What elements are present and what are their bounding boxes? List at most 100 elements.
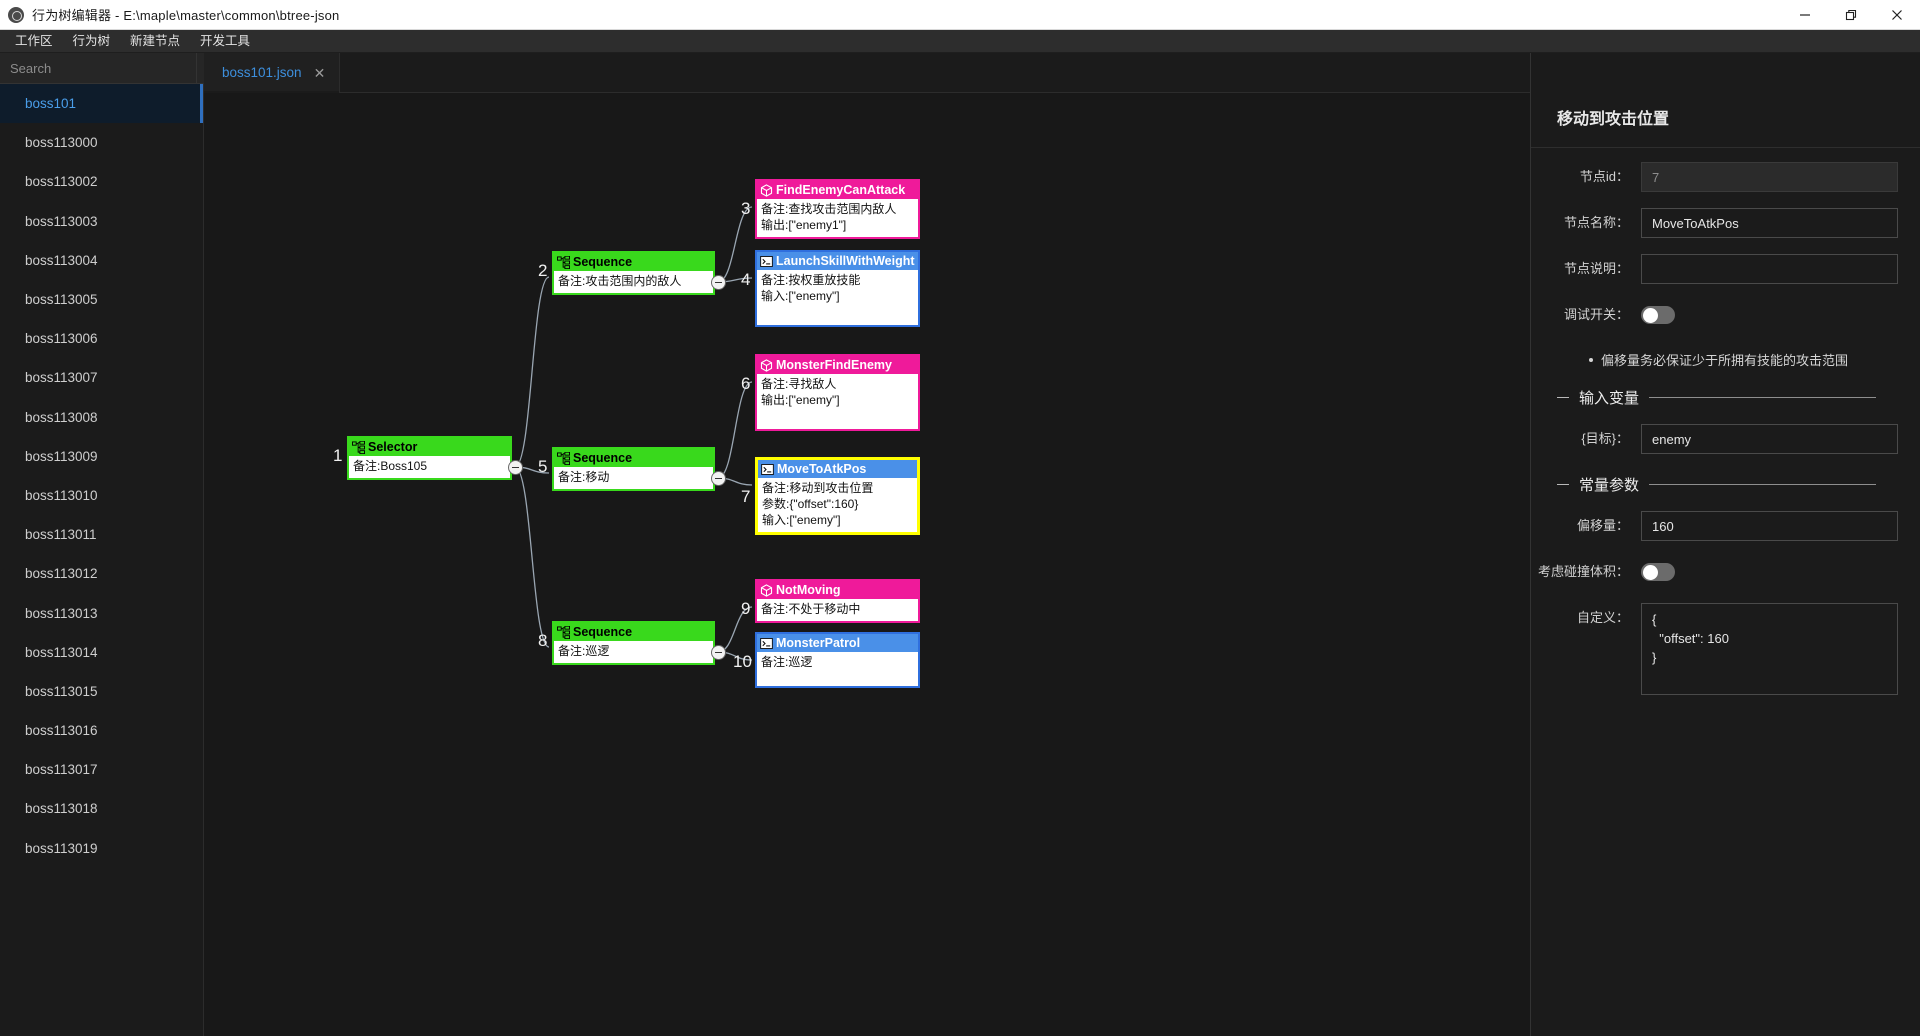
collapse-toggle-5[interactable] — [711, 471, 726, 486]
sidebar-item-boss113005[interactable]: boss113005 — [0, 280, 203, 319]
sidebar-item-boss113009[interactable]: boss113009 — [0, 437, 203, 476]
target-input[interactable] — [1641, 424, 1898, 454]
menu-item-dev-tools[interactable]: 开发工具 — [200, 33, 251, 48]
sidebar-item-boss113019[interactable]: boss113019 — [0, 829, 203, 868]
node-index-4: 4 — [741, 270, 751, 289]
sidebar-item-boss113014[interactable]: boss113014 — [0, 633, 203, 672]
node-detail-line: 备注:不处于移动中 — [761, 602, 861, 616]
node-body: 备注:巡逻 — [757, 652, 918, 674]
sidebar-item-boss113004[interactable]: boss113004 — [0, 241, 203, 280]
offset-input[interactable] — [1641, 511, 1898, 541]
node-detail-line: 输入:["enemy"] — [762, 513, 841, 527]
node-detail-line: 备注:攻击范围内的敌人 — [558, 274, 682, 288]
title-bar: 行为树编辑器 - E:\maple\master\common\btree-js… — [0, 0, 1920, 30]
offset-label: 偏移量： — [1576, 518, 1629, 533]
sidebar-item-label: boss101 — [25, 96, 77, 112]
node-detail-line: 备注:寻找敌人 — [761, 377, 837, 391]
sidebar-item-label: boss113012 — [25, 566, 98, 582]
node-index-2: 2 — [538, 261, 548, 280]
minimize-button[interactable] — [1782, 0, 1828, 30]
collapse-dash-icon[interactable] — [1557, 484, 1569, 485]
sidebar-item-boss113006[interactable]: boss113006 — [0, 319, 203, 358]
sidebar-item-label: boss113017 — [25, 762, 98, 778]
sidebar-item-boss113010[interactable]: boss113010 — [0, 476, 203, 515]
sidebar-item-boss113008[interactable]: boss113008 — [0, 398, 203, 437]
node-index-3: 3 — [741, 199, 751, 218]
sidebar-item-boss113011[interactable]: boss113011 — [0, 515, 203, 554]
sidebar: boss101boss113000boss113002boss113003bos… — [0, 53, 230, 1036]
sidebar-item-boss101[interactable]: boss101 — [0, 84, 203, 124]
sidebar-item-label: boss113005 — [25, 292, 98, 308]
sidebar-item-boss113016[interactable]: boss113016 — [0, 711, 203, 750]
sidebar-item-boss113018[interactable]: boss113018 — [0, 789, 203, 828]
inspector-note: 偏移量务必保证少于所拥有技能的攻击范围 — [1531, 346, 1898, 383]
menu-item-workspace[interactable]: 工作区 — [15, 33, 53, 48]
inspector-panel: 移动到攻击位置 节点id： 节点名称： 节点说明： — [1530, 53, 1920, 1036]
graph-node-Sequence[interactable]: Sequence 备注:移动 — [552, 447, 715, 491]
node-body: 备注:移动 — [554, 467, 713, 489]
collision-label: 考虑碰撞体积： — [1537, 564, 1629, 579]
collapse-dash-icon[interactable] — [1557, 397, 1569, 398]
sidebar-item-boss113002[interactable]: boss113002 — [0, 162, 203, 201]
graph-node-LaunchSkillWithWeight[interactable]: LaunchSkillWithWeight 备注:按权重放技能输入:["enemy… — [755, 250, 920, 327]
node-detail-line: 备注:按权重放技能 — [761, 273, 861, 287]
node-header: LaunchSkillWithWeight — [757, 252, 918, 270]
debug-switch-control — [1641, 300, 1898, 329]
node-index-9: 9 — [741, 599, 751, 618]
node-id-control — [1641, 162, 1898, 192]
toggle-knob — [1642, 307, 1658, 323]
sidebar-item-boss113012[interactable]: boss113012 — [0, 554, 203, 593]
close-button[interactable] — [1874, 0, 1920, 30]
node-detail-line: 备注:移动 — [558, 470, 610, 484]
sidebar-item-boss113013[interactable]: boss113013 — [0, 593, 203, 632]
sidebar-item-label: boss113007 — [25, 370, 98, 386]
node-title: Sequence — [573, 451, 633, 465]
tab-boss101-json[interactable]: boss101.json ✕ — [204, 53, 341, 93]
close-icon[interactable]: ✕ — [313, 64, 326, 81]
sidebar-item-boss113000[interactable]: boss113000 — [0, 123, 203, 162]
collapse-toggle-1[interactable] — [508, 460, 523, 475]
node-detail-line: 输出:["enemy1"] — [761, 218, 847, 232]
collapse-toggle-8[interactable] — [711, 645, 726, 660]
sidebar-item-boss113017[interactable]: boss113017 — [0, 750, 203, 789]
section-const-params-header: 常量参数 — [1531, 470, 1898, 511]
action-icon — [761, 463, 774, 476]
node-body: 备注:巡逻 — [554, 641, 713, 663]
inspector-title: 移动到攻击位置 — [1531, 105, 1920, 148]
custom-textarea[interactable]: { "offset": 160 } — [1641, 603, 1898, 695]
field-node-name: 节点名称： — [1531, 208, 1898, 238]
field-collision: 考虑碰撞体积： — [1531, 557, 1898, 587]
condition-icon — [760, 183, 773, 197]
menu-item-behavior-tree[interactable]: 行为树 — [72, 33, 111, 48]
node-desc-input[interactable] — [1641, 254, 1898, 284]
field-node-desc: 节点说明： — [1531, 254, 1898, 284]
maximize-button[interactable] — [1828, 0, 1874, 30]
sidebar-item-boss113015[interactable]: boss113015 — [0, 672, 203, 711]
debug-toggle[interactable] — [1641, 306, 1675, 324]
node-body: 备注:不处于移动中 — [757, 599, 918, 621]
sidebar-item-boss113007[interactable]: boss113007 — [0, 358, 203, 397]
sidebar-item-label: boss113018 — [25, 801, 98, 817]
field-target: {目标}： — [1531, 424, 1898, 454]
node-detail-line: 备注:巡逻 — [558, 644, 610, 658]
sidebar-item-boss113003[interactable]: boss113003 — [0, 202, 203, 241]
node-detail-line: 输入:["enemy"] — [761, 289, 840, 303]
bullet-icon — [1589, 358, 1593, 362]
menu-item-new-node[interactable]: 新建节点 — [130, 33, 181, 48]
collision-toggle[interactable] — [1641, 563, 1675, 581]
node-body: 备注:移动到攻击位置参数:{"offset":160}输入:["enemy"] — [758, 478, 917, 532]
node-name-input[interactable] — [1641, 208, 1898, 238]
collapse-toggle-2[interactable] — [711, 275, 726, 290]
search-input[interactable] — [0, 53, 196, 83]
